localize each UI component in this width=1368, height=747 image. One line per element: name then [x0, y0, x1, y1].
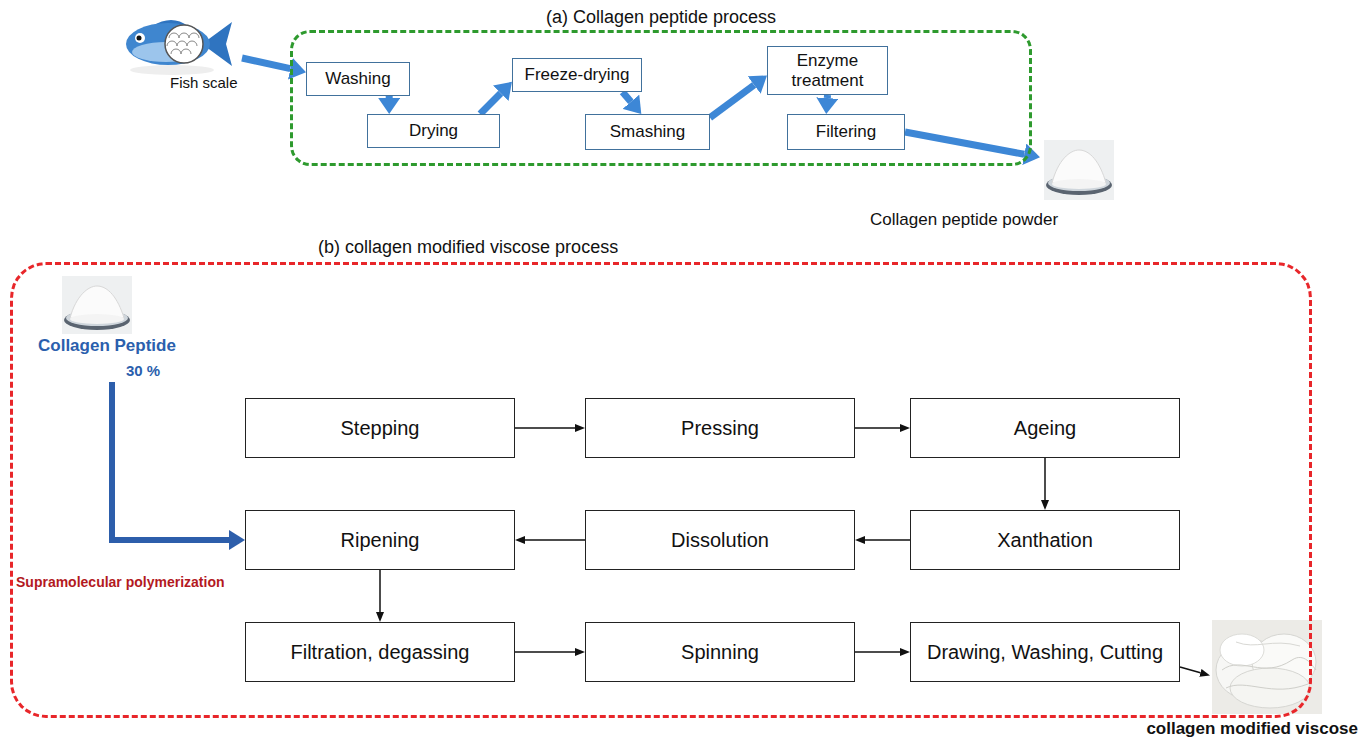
flow-arrow	[710, 85, 754, 118]
illustration-part	[1052, 150, 1106, 183]
box-label: Drawing, Washing, Cutting	[927, 641, 1163, 664]
illustration-part	[70, 314, 124, 324]
illustration-part	[1052, 179, 1106, 189]
process-box: Filtering	[787, 114, 905, 150]
box-label: Spinning	[681, 641, 759, 664]
node-title: Collagen peptide powder	[870, 210, 1058, 230]
illustration-part	[126, 23, 210, 65]
box-label: Dissolution	[671, 529, 769, 552]
illustration-part	[130, 65, 214, 75]
flow-arrow	[386, 96, 393, 98]
node-title: Collagen Peptide	[38, 336, 176, 356]
process-box: Dissolution	[585, 510, 855, 570]
illustration-part	[1222, 657, 1316, 670]
flow-arrow	[623, 92, 631, 102]
flow-arrow	[112, 382, 229, 540]
powder-illustration	[62, 276, 132, 334]
box-label: Filtering	[816, 122, 876, 142]
illustration-part	[1044, 140, 1114, 200]
illustration-part	[1230, 668, 1310, 708]
process-region: (a) Collagen peptide processWashingDryin…	[290, 30, 1032, 166]
edge-label: Supramolecular polymerization	[16, 574, 225, 590]
product-node: Collagen peptide powder	[1040, 138, 1118, 202]
flow-arrow	[242, 58, 290, 69]
process-box: Freeze-drying	[512, 58, 642, 92]
process-box: Pressing	[585, 398, 855, 458]
flow-arrow	[1044, 458, 1046, 500]
illustration-part	[167, 41, 197, 46]
flow-arrow	[515, 427, 575, 429]
viscose-illustration	[1212, 620, 1322, 714]
illustration-part	[171, 49, 191, 54]
process-box: Spinning	[585, 622, 855, 682]
box-label: Ripening	[341, 529, 420, 552]
illustration-part	[1212, 620, 1322, 714]
node-title: collagen modified viscose	[1146, 719, 1358, 739]
process-box: Ripening	[245, 510, 515, 570]
node-title: (b) collagen modified viscose process	[318, 237, 618, 258]
box-label: Enzyme treatment	[774, 51, 881, 90]
box-label: Drying	[409, 121, 458, 141]
flow-arrow	[525, 539, 585, 541]
illustration-part	[1226, 684, 1308, 689]
box-label: Stepping	[341, 417, 420, 440]
illustration-part	[135, 33, 145, 43]
node-title: Fish scale	[170, 74, 238, 91]
powder-illustration	[1044, 140, 1114, 200]
box-label: Freeze-drying	[525, 65, 630, 85]
illustration-part	[169, 33, 199, 38]
box-label: Washing	[325, 69, 391, 89]
process-region: (b) collagen modified viscose processCol…	[10, 262, 1312, 718]
illustration-part	[70, 286, 124, 318]
flow-arrow	[905, 132, 1024, 154]
process-box: Enzyme treatment	[767, 46, 888, 95]
flow-arrow	[865, 539, 910, 541]
process-box: Washing	[306, 62, 410, 96]
flow-arrow	[480, 93, 501, 114]
process-box: Ageing	[910, 398, 1180, 458]
process-box: Drying	[367, 114, 500, 148]
flow-arrow	[855, 651, 900, 653]
node-title: (a) Collagen peptide process	[293, 7, 1029, 28]
process-box: Drawing, Washing, Cutting	[910, 622, 1180, 682]
illustration-part	[1220, 634, 1264, 666]
flow-arrow	[515, 651, 575, 653]
process-box: Filtration, degassing	[245, 622, 515, 682]
illustration-part	[1236, 642, 1300, 646]
flow-arrow	[379, 570, 381, 612]
flow-arrow	[855, 427, 900, 429]
box-label: Xanthation	[997, 529, 1093, 552]
box-label: Filtration, degassing	[291, 641, 470, 664]
additive-node: Collagen Peptide 30 %	[38, 278, 208, 382]
fish-node: Fish scale	[120, 12, 242, 104]
process-box: Xanthation	[910, 510, 1180, 570]
process-box: Stepping	[245, 398, 515, 458]
product-node: collagen modified viscose	[1210, 618, 1322, 714]
box-label: Ageing	[1014, 417, 1076, 440]
fish-illustration	[126, 20, 232, 75]
node-subtitle: 30 %	[126, 362, 160, 379]
illustration-part	[62, 276, 132, 334]
process-box: Smashing	[585, 114, 710, 150]
flow-arrow	[824, 95, 831, 98]
flow-arrow	[1180, 667, 1200, 673]
box-label: Pressing	[681, 417, 759, 440]
illustration-part	[165, 25, 203, 63]
illustration-part	[137, 36, 142, 41]
box-label: Smashing	[610, 122, 686, 142]
